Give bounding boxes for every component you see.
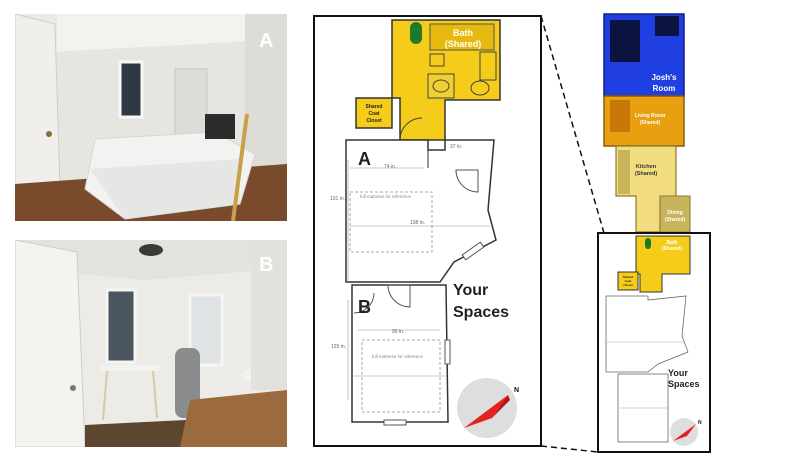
bath-label: Bath — [453, 28, 473, 38]
joshs-room-sub-label: Room — [653, 84, 676, 93]
mini-closet-label-3: Closet — [623, 283, 632, 287]
mini-bath-sub-label: (Shared) — [662, 246, 683, 252]
joshs-room-label: Josh's — [651, 73, 677, 82]
compass-icon — [457, 378, 517, 438]
dim-b-width: 90 in. — [392, 329, 404, 335]
mini-closet-label-1: Shared — [623, 275, 633, 279]
closet-label-3: Closet — [366, 118, 382, 124]
plant-icon — [410, 22, 422, 44]
mini-room-a-outline — [605, 295, 689, 373]
connector-top — [540, 15, 605, 234]
plan-frame — [313, 15, 542, 447]
mini-closet-label-2: Coat — [625, 279, 632, 283]
mini-closet-area — [617, 271, 639, 291]
room-b-label: B — [358, 297, 371, 317]
mattress-a-label: full mattress for reference — [360, 194, 412, 199]
dim-b-height: 125 in. — [331, 344, 346, 350]
kitchen-label: Kitchen — [636, 164, 657, 170]
mini-your-spaces-label-1: Your — [668, 368, 688, 378]
photo-letter-a: A — [259, 30, 274, 52]
mini-bath-label: Bath — [666, 240, 677, 246]
mattress-a — [349, 191, 433, 253]
room-a-label: A — [358, 149, 371, 169]
mini-compass-icon — [670, 418, 698, 446]
dim-a-width: 74 in. — [384, 164, 396, 170]
room-b-outline — [351, 284, 449, 423]
closet-label-2: Coat — [368, 111, 379, 117]
photo-letter-b: B — [259, 254, 274, 276]
dining-label: Dining — [667, 210, 683, 216]
kitchen-sub-label: (Shared) — [635, 171, 657, 177]
bath-sub-label: (Shared) — [445, 39, 482, 49]
dim-a-diag: 138 in. — [410, 220, 425, 226]
mattress-b-label: full mattress for reference — [372, 354, 424, 359]
closet-label-1: Shared — [366, 104, 383, 110]
dim-a-height: 131 in. — [330, 196, 345, 202]
mini-bath-area — [635, 235, 691, 293]
your-spaces-highlight-box — [597, 232, 711, 453]
dining-sub-label: (Shared) — [665, 217, 686, 223]
your-spaces-label-1: Your — [453, 282, 488, 299]
bathtub — [429, 23, 495, 51]
living-room-label: Living Room — [635, 113, 666, 119]
photo-room-b: B — [15, 240, 287, 447]
photo-room-a: A — [15, 14, 287, 221]
mini-your-spaces-label-2: Spaces — [668, 379, 700, 389]
dim-a-closet: 37 in. — [450, 144, 462, 150]
mini-compass-north-label: N — [698, 420, 702, 426]
compass-north-label: N — [514, 387, 519, 394]
coat-closet-area — [355, 97, 393, 129]
your-spaces-label-2: Spaces — [453, 304, 509, 321]
living-room-sub-label: (Shared) — [640, 120, 661, 126]
